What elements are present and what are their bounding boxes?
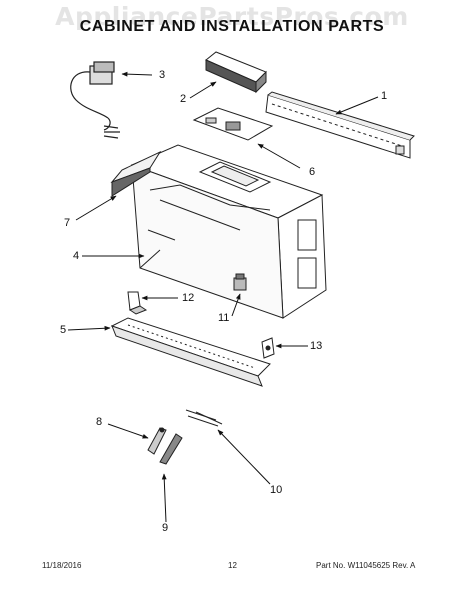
callout-13: 13 — [310, 340, 323, 352]
callout-4: 4 — [73, 250, 80, 262]
page-title: CABINET AND INSTALLATION PARTS — [79, 18, 385, 35]
cabinet-body-part — [130, 144, 327, 319]
screws-part — [185, 409, 223, 427]
control-plate-part — [192, 107, 274, 141]
callout-3: 3 — [159, 69, 166, 81]
vent-grille-part — [265, 91, 415, 159]
callout-10: 10 — [270, 484, 283, 496]
callout-9: 9 — [162, 522, 169, 534]
top-bracket-part — [205, 51, 267, 94]
footer-page-number: 12 — [228, 561, 237, 570]
bracket-13-part — [261, 337, 275, 359]
watermark: AppliancePartsPros.com — [55, 2, 409, 31]
leader-lines — [67, 71, 379, 523]
bottom-rail-part — [110, 317, 271, 387]
footer-part-number: Part No. W11045625 Rev. A — [316, 561, 416, 570]
bracket-12-part — [127, 291, 148, 315]
callout-2: 2 — [180, 93, 187, 105]
callout-1: 1 — [381, 90, 388, 102]
side-panel-part — [110, 150, 162, 197]
footer-date: 11/18/2016 — [42, 561, 82, 570]
callout-8: 8 — [96, 416, 103, 428]
callout-11: 11 — [218, 312, 230, 324]
hinge-brackets-part — [147, 427, 183, 465]
wire-harness-part — [70, 61, 120, 139]
callout-7: 7 — [64, 217, 71, 229]
callout-5: 5 — [60, 324, 67, 336]
callout-12: 12 — [182, 292, 195, 304]
clip-part — [233, 273, 247, 291]
callout-6: 6 — [309, 166, 316, 178]
